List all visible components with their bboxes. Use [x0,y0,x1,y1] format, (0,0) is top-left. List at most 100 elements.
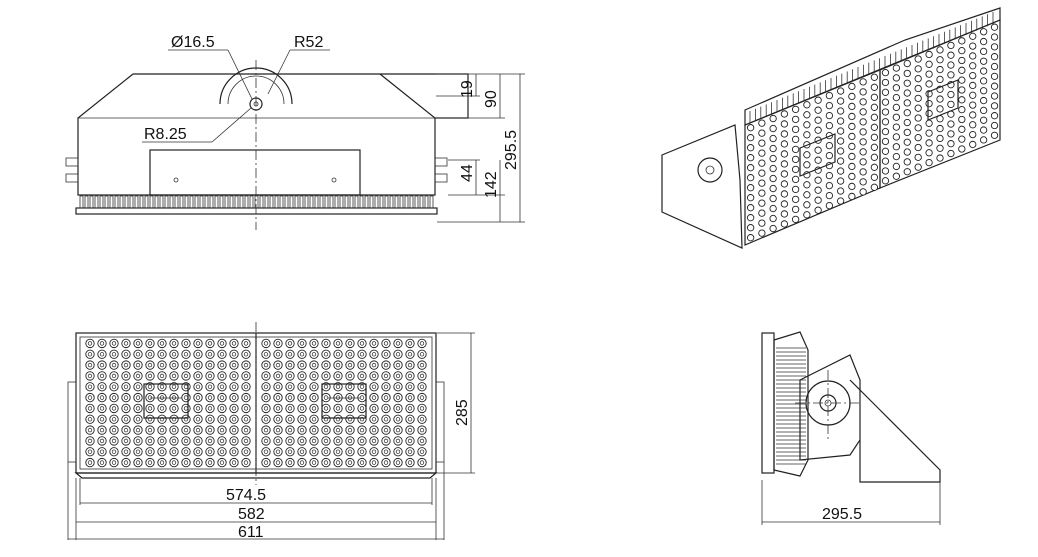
fin [144,195,149,209]
iso-led [769,214,777,223]
label-plate-left [143,383,189,419]
iso-led [947,100,955,109]
led-core [159,460,165,465]
led-core [335,449,341,454]
iso-led [947,130,955,138]
iso-led [848,132,856,141]
dim-142: 142 [483,171,500,198]
dim-90: 90 [483,90,500,108]
led-core [263,417,269,422]
led-core [231,438,237,444]
led-core [99,384,105,389]
iso-led [746,234,755,242]
led-core [407,406,413,411]
led-core [287,341,293,346]
iso-led [848,112,856,121]
iso-led [758,139,766,147]
iso-led [925,158,933,167]
fin [204,195,209,209]
iso-led [936,65,944,74]
iso-led [825,171,834,180]
led-core [371,438,377,444]
iso-led [870,163,879,171]
led-core [275,438,281,444]
fin [369,195,374,209]
led-core [135,438,141,444]
led-core [243,449,249,454]
led-core [195,352,201,357]
iso-led [947,149,955,158]
fin [314,195,319,209]
iso-led [758,179,766,187]
iso-led [758,149,766,157]
iso-led [914,75,922,83]
led-core [123,352,129,357]
iso-led [936,144,944,152]
iso-led [803,181,811,189]
led-core [383,352,389,357]
fin [159,195,164,209]
iso-led [746,194,755,202]
led-core [359,460,365,465]
led-core [195,362,201,368]
iso-led [758,159,766,167]
led-core [243,373,249,379]
iso-led [814,116,822,124]
fin [254,195,259,209]
led-core [383,341,389,346]
led-core [371,362,377,368]
led-core [287,395,293,400]
led-core [263,449,269,454]
led-core [347,460,353,465]
iso-led [870,123,879,131]
led-core [111,460,117,465]
led-core [347,438,353,444]
led-core [231,406,237,411]
iso-led [936,46,944,54]
led-core [87,417,93,422]
led-core [171,395,177,400]
led-core [87,384,93,389]
iso-led [903,69,911,78]
led-core [359,406,365,411]
led-core [275,406,281,411]
led-core [219,362,225,368]
fin [244,195,249,209]
iso-led [803,121,811,129]
iso-led [758,209,766,217]
led-core [299,341,305,346]
iso-led [979,57,988,65]
fin [129,195,134,209]
led-core [335,352,341,357]
led-core [159,427,165,433]
led-core [147,449,153,454]
iso-led [870,133,879,141]
led-core [311,384,317,389]
led-core [263,352,269,357]
led-core [359,449,365,454]
led-core [383,373,389,379]
led-core [335,373,341,379]
fin [179,195,184,209]
led-core [323,352,329,357]
iso-led [958,145,966,153]
iso-led [881,108,890,116]
iso-led [892,123,901,131]
led-core [395,395,401,400]
iso-led [814,206,822,214]
iso-led [791,205,800,214]
led-core [287,406,293,411]
iso-led [746,134,755,142]
iso-led [925,50,933,59]
led-core [371,460,377,465]
iso-led [914,143,922,152]
iso-led [990,121,999,130]
front-view: 285 574.5 582 611 [67,322,475,541]
iso-led [903,148,911,156]
iso-led [969,81,977,90]
iso-led [803,201,811,209]
led-core [383,449,389,454]
iso-led [990,112,999,120]
led-core [263,427,269,433]
fin [229,195,234,209]
